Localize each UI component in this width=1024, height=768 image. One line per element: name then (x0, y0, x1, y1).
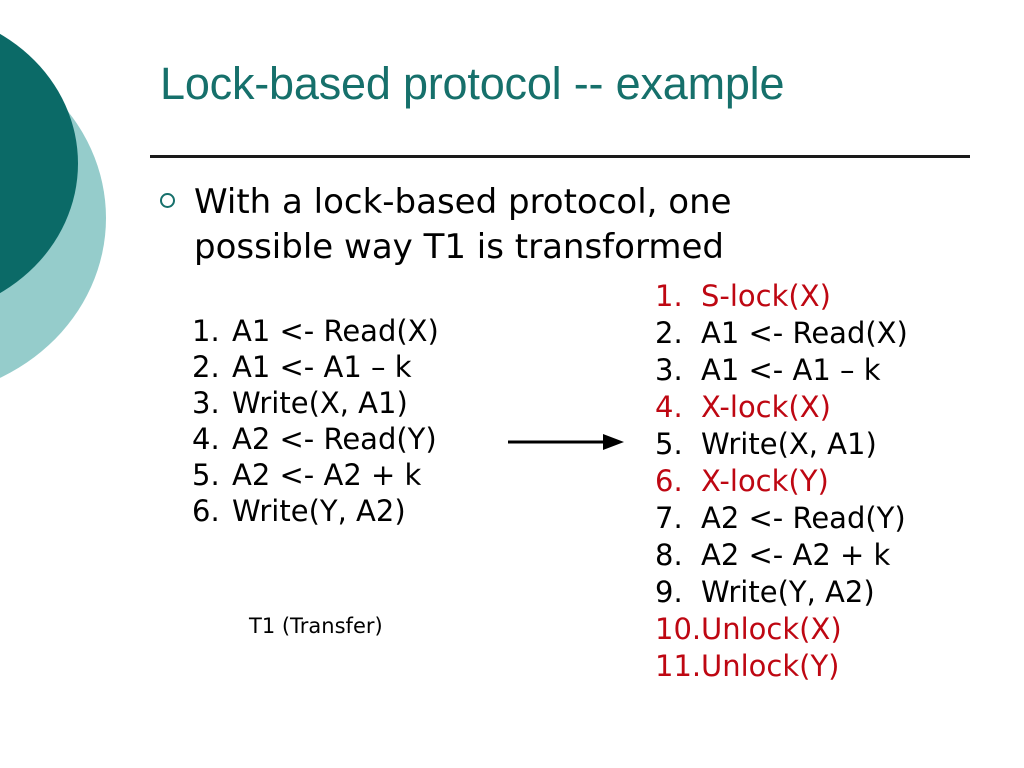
right-list-item-text: A2 <- Read(Y) (701, 501, 906, 535)
right-list-item-text: Unlock(Y) (701, 649, 840, 683)
right-list-item-text: Write(X, A1) (701, 427, 877, 461)
right-list-item: 5. Write(X, A1) (655, 426, 908, 463)
left-list-item: 5. A2 <- A2 + k (192, 457, 439, 493)
right-list-item: 10.Unlock(X) (655, 611, 908, 648)
right-list-item: 2. A1 <- Read(X) (655, 315, 908, 352)
right-list-item-text: X-lock(Y) (701, 464, 829, 498)
right-list-item-number: 5. (655, 427, 683, 461)
left-list-item-number: 1. (192, 314, 220, 348)
left-list-item: 6. Write(Y, A2) (192, 493, 439, 529)
bullet-paragraph: With a lock-based protocol, one possible… (160, 180, 860, 270)
right-list-item: 7. A2 <- Read(Y) (655, 500, 908, 537)
right-list-item: 4. X-lock(X) (655, 389, 908, 426)
right-list-item-number: 9. (655, 575, 683, 609)
right-arrow-icon (508, 434, 624, 450)
left-list-item-text: A1 <- Read(X) (232, 314, 439, 348)
right-list-item-text: A1 <- A1 – k (701, 353, 881, 387)
left-list-caption: T1 (Transfer) (249, 614, 383, 638)
left-list-item: 4. A2 <- Read(Y) (192, 421, 439, 457)
left-list-item-number: 3. (192, 386, 220, 420)
right-list-item-number: 4. (655, 390, 683, 424)
right-list-item-text: X-lock(X) (701, 390, 831, 424)
right-list-item-text: Write(Y, A2) (701, 575, 875, 609)
right-list-item: 9. Write(Y, A2) (655, 574, 908, 611)
left-list-item-number: 5. (192, 458, 220, 492)
left-list-item-text: A2 <- A2 + k (232, 458, 422, 492)
right-list-item-number: 1. (655, 279, 683, 313)
bullet-text: With a lock-based protocol, one possible… (194, 182, 732, 267)
left-list-item-text: A1 <- A1 – k (232, 350, 412, 384)
right-list-item-text: Unlock(X) (701, 612, 842, 646)
slide-title: Lock-based protocol -- example (160, 58, 785, 109)
right-list-item-number: 2. (655, 316, 683, 350)
left-list-item-text: A2 <- Read(Y) (232, 422, 437, 456)
title-divider (150, 155, 970, 158)
right-list-item-number: 6. (655, 464, 683, 498)
right-list-item-text: S-lock(X) (701, 279, 831, 313)
left-list-item-number: 2. (192, 350, 220, 384)
right-list-item-text: A2 <- A2 + k (701, 538, 891, 572)
right-list-item-number: 11. (655, 649, 702, 683)
right-list-item-text: A1 <- Read(X) (701, 316, 908, 350)
left-transaction-list: 1. A1 <- Read(X) 2. A1 <- A1 – k 3. Write(X, … (192, 313, 439, 529)
left-list-item-number: 4. (192, 422, 220, 456)
right-list-item: 6. X-lock(Y) (655, 463, 908, 500)
hollow-circle-bullet-icon (160, 180, 194, 208)
right-list-item-number: 7. (655, 501, 683, 535)
right-list-item-number: 8. (655, 538, 683, 572)
right-list-item: 8. A2 <- A2 + k (655, 537, 908, 574)
right-list-item-number: 10. (655, 612, 702, 646)
left-list-item: 2. A1 <- A1 – k (192, 349, 439, 385)
right-list-item-number: 3. (655, 353, 683, 387)
left-list-item-text: Write(X, A1) (232, 386, 408, 420)
left-list-item: 1. A1 <- Read(X) (192, 313, 439, 349)
right-list-item: 3. A1 <- A1 – k (655, 352, 908, 389)
right-transaction-list: 1. S-lock(X) 2. A1 <- Read(X) 3. A1 <- A1 – k… (655, 278, 908, 685)
right-list-item: 1. S-lock(X) (655, 278, 908, 315)
left-list-item: 3. Write(X, A1) (192, 385, 439, 421)
left-list-item-number: 6. (192, 494, 220, 528)
right-list-item: 11.Unlock(Y) (655, 648, 908, 685)
left-list-item-text: Write(Y, A2) (232, 494, 406, 528)
